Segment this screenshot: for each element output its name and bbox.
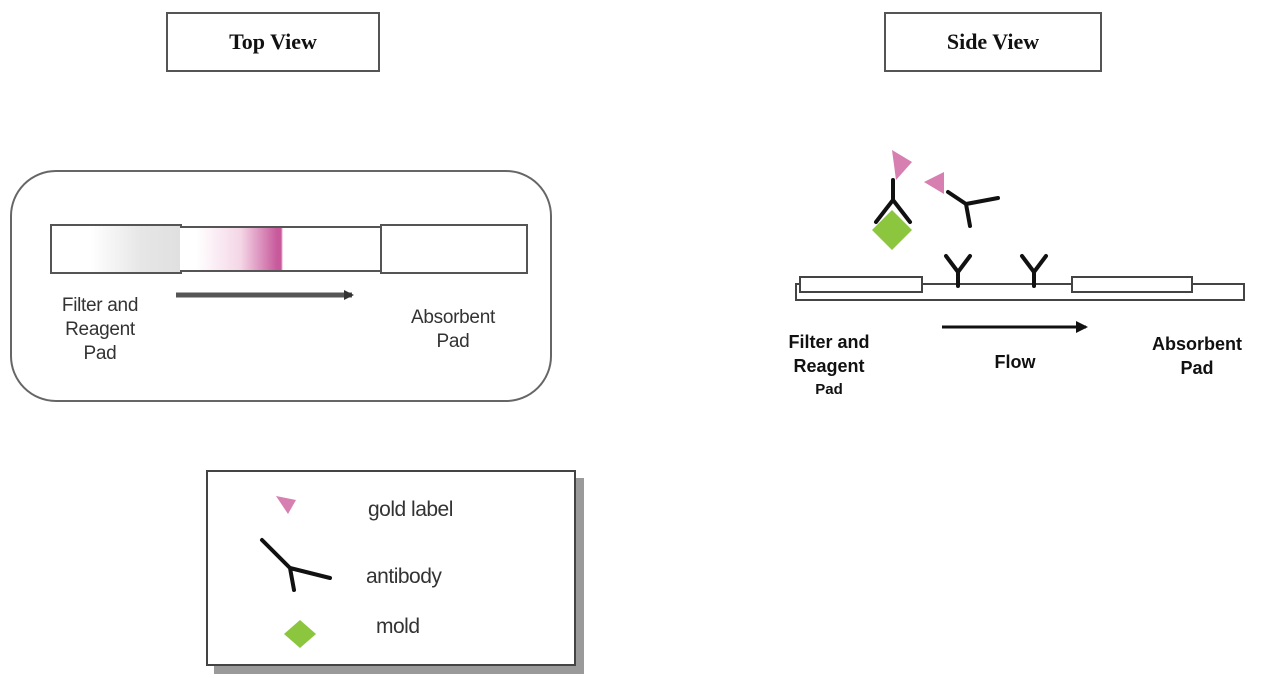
free-labelled-antibody (924, 172, 1000, 228)
top-absorbent-label-line1: Absorbent (411, 307, 495, 328)
side-absorbent-label-line1: Absorbent (1152, 334, 1242, 354)
immobilized-antibody-icon (1020, 254, 1048, 288)
top-view-title-text: Top View (229, 29, 317, 54)
antibody-icon (874, 178, 912, 224)
gold-label-icon (276, 496, 296, 514)
side-filter-reagent-pad-label: Filter and Reagent Pad (770, 330, 888, 402)
absorbent-pad-strip (380, 224, 528, 274)
side-flow-label-text: Flow (994, 352, 1036, 372)
mold-icon (872, 210, 912, 250)
gold-label-icon (924, 172, 944, 194)
side-filter-label-line3: Pad (815, 381, 843, 398)
top-filter-label-line3: Pad (83, 343, 117, 364)
top-absorbent-label-line2: Pad (436, 331, 470, 352)
legend-antibody-text: antibody (366, 565, 442, 588)
antibody-gold-mold-complex (872, 150, 912, 250)
antibody-icon (260, 538, 332, 592)
side-view-title-text: Side View (946, 29, 1040, 54)
mold-icon (284, 620, 316, 648)
side-absorbent-pad-label: Absorbent Pad (1130, 332, 1264, 380)
top-absorbent-pad-label: Absorbent Pad (390, 306, 516, 354)
side-absorbent-label-line2: Pad (1180, 358, 1214, 378)
top-view-panel (10, 170, 552, 402)
side-filter-label-line2: Reagent (793, 356, 865, 376)
side-view-title: Side View (884, 12, 1102, 72)
side-flow-label: Flow (980, 350, 1050, 374)
side-view-strip (795, 276, 1245, 301)
side-filter-label-line1: Filter and (788, 332, 870, 352)
legend-gold-label-text: gold label (368, 498, 453, 521)
top-filter-label-line2: Reagent (65, 319, 135, 340)
antibody-icon (946, 190, 1000, 228)
immobilized-antibody-icon (944, 254, 972, 288)
legend-mold-text: mold (376, 615, 420, 638)
gold-label-icon (892, 150, 912, 180)
membrane-strip (180, 226, 382, 272)
top-filter-reagent-pad-label: Filter and Reagent Pad (40, 294, 160, 366)
filter-reagent-pad-strip (50, 224, 182, 274)
legend-box (206, 470, 576, 666)
top-view-title: Top View (166, 12, 380, 72)
side-absorbent-pad (1071, 276, 1193, 293)
top-filter-label-line1: Filter and (61, 295, 139, 316)
side-filter-reagent-pad (799, 276, 923, 293)
